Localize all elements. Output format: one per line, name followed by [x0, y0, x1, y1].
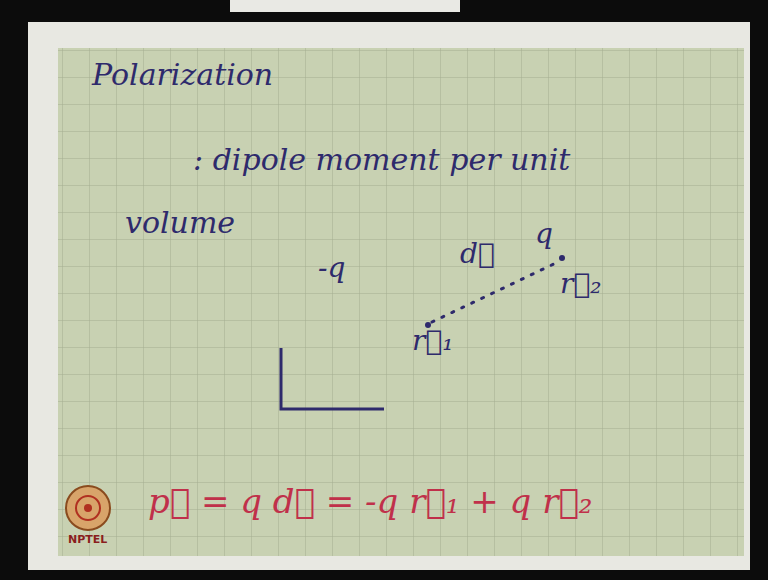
grid-lines [58, 48, 744, 556]
vector-label: r⃗₂ [560, 268, 601, 300]
logo-text: NPTEL [68, 534, 107, 547]
charge-dot [559, 255, 565, 261]
logo-disc [66, 486, 110, 530]
vector-label: d⃗ [460, 238, 495, 270]
slide-title: Polarization [92, 58, 273, 93]
axis-corner [281, 348, 384, 409]
definition-text: : dipole moment per unit volume [125, 128, 585, 254]
logo-core [84, 504, 92, 512]
frame [28, 22, 750, 570]
vector-label: r⃗₁ [412, 325, 453, 357]
top-tab [230, 0, 460, 12]
logo-ring [76, 496, 100, 520]
charge-label: q [535, 218, 553, 250]
dipole-line [432, 262, 558, 322]
formula: p⃗ = q d⃗ = -q r⃗₁ + q r⃗₂ [148, 482, 592, 521]
grid-paper [58, 48, 744, 556]
charge-label: -q [318, 252, 345, 284]
